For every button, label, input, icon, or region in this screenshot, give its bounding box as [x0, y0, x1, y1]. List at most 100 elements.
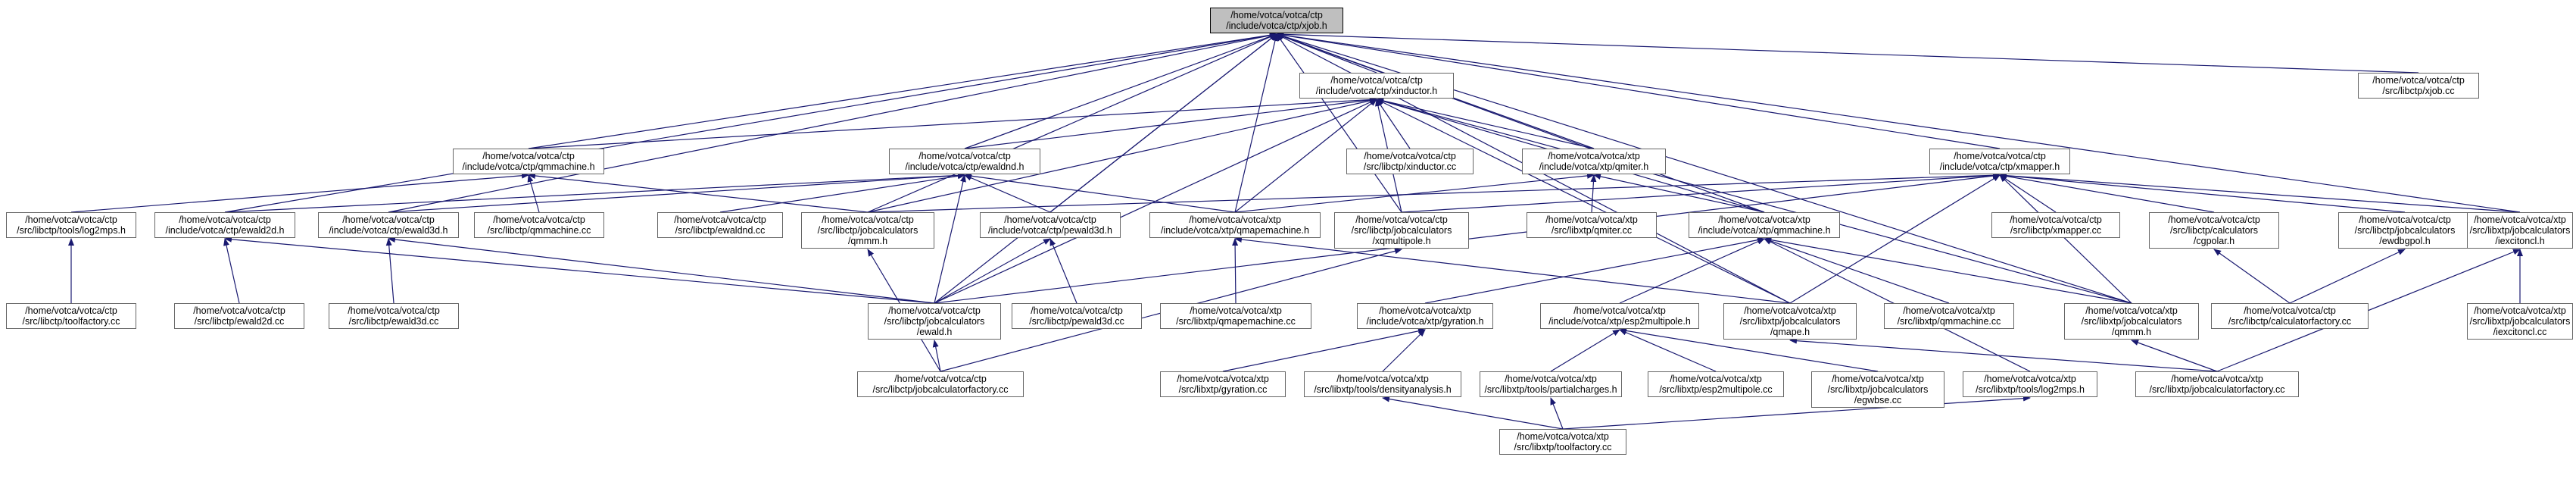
node-label-line: /home/votca/votca/ctp	[674, 214, 766, 225]
graph-node-xtptoolfactory[interactable]: /home/votca/votca/xtp/src/libxtp/toolfac…	[1499, 429, 1626, 455]
edge-cgpolar-to-xmapper	[1999, 173, 2215, 213]
node-label-line: /home/votca/votca/xtp	[1670, 374, 1762, 384]
graph-node-gyrationcc[interactable]: /home/votca/votca/xtp/src/libxtp/gyratio…	[1160, 371, 1286, 397]
graph-node-xinductor[interactable]: /home/votca/votca/ctp/include/votca/ctp/…	[1299, 73, 1454, 99]
graph-node-qmapemachinecc[interactable]: /home/votca/votca/xtp/src/libxtp/qmapema…	[1160, 303, 1311, 329]
graph-node-cgpolar[interactable]: /home/votca/votca/ctp/src/libctp/calcula…	[2149, 212, 2279, 249]
node-label-line: /home/votca/votca/ctp	[25, 214, 117, 225]
graph-node-qmape[interactable]: /home/votca/votca/xtp/src/libxtp/jobcalc…	[1723, 303, 1857, 340]
graph-node-iexcitonclcc[interactable]: /home/votca/votca/xtp/src/libxtp/jobcalc…	[2467, 303, 2573, 340]
graph-node-ewald3d[interactable]: /home/votca/votca/ctp/include/votca/ctp/…	[318, 212, 459, 238]
graph-node-egwbse[interactable]: /home/votca/votca/xtp/src/libxtp/jobcalc…	[1811, 371, 1944, 408]
edge-qmapemachine-to-xqmiter	[1234, 172, 1595, 213]
graph-node-xtpqmmachine[interactable]: /home/votca/votca/xtp/include/votca/xtp/…	[1689, 212, 1840, 238]
edge-xinductorcc-to-xinductor	[1376, 99, 1411, 149]
graph-node-ewdbgpol[interactable]: /home/votca/votca/ctp/src/libctp/jobcalc…	[2338, 212, 2472, 249]
graph-node-ctptoolfactory[interactable]: /home/votca/votca/ctp/src/libctp/toolfac…	[6, 303, 136, 329]
graph-node-log2mps[interactable]: /home/votca/votca/ctp/src/libctp/tools/l…	[6, 212, 136, 238]
node-label-line: /src/libxtp/qmapemachine.cc	[1176, 316, 1296, 327]
node-label-line: /include/votca/xtp/qmmachine.h	[1698, 225, 1831, 236]
graph-node-ewaldh[interactable]: /home/votca/votca/ctp/src/libctp/jobcalc…	[868, 303, 1001, 340]
graph-node-xtpjobcalcfactory[interactable]: /home/votca/votca/xtp/src/libxtp/jobcalc…	[2135, 371, 2299, 397]
edge-esp2multipolecc-to-esp2multipole	[1619, 329, 1717, 372]
graph-node-ewald2dcc[interactable]: /home/votca/votca/ctp/src/libctp/ewald2d…	[174, 303, 304, 329]
node-label-line: /home/votca/votca/xtp	[2085, 305, 2178, 316]
graph-node-xtpqmmm[interactable]: /home/votca/votca/xtp/src/libxtp/jobcalc…	[2064, 303, 2199, 340]
edge-ewald3d-to-ewaldnd	[388, 172, 965, 213]
node-label-line: /home/votca/votca/xtp	[2171, 374, 2263, 384]
graph-node-iexcitoncl[interactable]: /home/votca/votca/xtp/src/libxtp/jobcalc…	[2467, 212, 2573, 249]
edge-qmmachine-to-xjob	[528, 32, 1277, 149]
graph-node-qmitercc[interactable]: /home/votca/votca/xtp/src/libxtp/qmiter.…	[1527, 212, 1657, 238]
node-label-line: /src/libxtp/jobcalculators	[1827, 384, 1929, 395]
graph-node-pewald3d[interactable]: /home/votca/votca/ctp/include/votca/ctp/…	[980, 212, 1121, 238]
graph-node-ctpjobcalcfactory[interactable]: /home/votca/votca/ctp/src/libctp/jobcalc…	[857, 371, 1024, 397]
graph-node-ctpqmmm[interactable]: /home/votca/votca/ctp/src/libctp/jobcalc…	[801, 212, 934, 249]
node-label-line: /home/votca/votca/ctp	[1004, 214, 1096, 225]
edge-xtpjobcalcfactory-to-qmape	[1789, 337, 2218, 372]
edge-qmapemachine-to-xinductor	[1234, 99, 1377, 213]
edge-pewald3dcc-to-pewald3d	[1049, 238, 1077, 304]
edge-ewald2dcc-to-ewald2d	[223, 238, 240, 304]
edge-qmapemachine-to-xjob	[1234, 33, 1278, 213]
edge-qmapemachinecc-to-qmapemachine	[1232, 238, 1239, 304]
node-label-line: /src/libctp/jobcalculators	[2354, 225, 2456, 236]
edge-xtpqmmm-to-xtpqmmachine	[1764, 236, 2132, 304]
graph-node-xjob[interactable]: /home/votca/votca/ctp/include/votca/ctp/…	[1210, 8, 1343, 33]
node-label-line: /include/votca/ctp/xmapper.h	[1939, 161, 2060, 172]
node-label-line: /src/libctp/jobcalculators	[1351, 225, 1452, 236]
graph-node-qmmachinecc[interactable]: /home/votca/votca/ctp/src/libctp/qmmachi…	[474, 212, 604, 238]
node-label-line: /include/votca/xtp/gyration.h	[1366, 316, 1484, 327]
node-label-line: /src/libxtp/jobcalculators	[2469, 316, 2571, 327]
node-label-line: /src/libctp/jobcalculators	[817, 225, 918, 236]
graph-node-ewaldnd[interactable]: /home/votca/votca/ctp/include/votca/ctp/…	[889, 149, 1040, 174]
node-label-line: /home/votca/votca/ctp	[894, 374, 987, 384]
node-label-line: /home/votca/votca/ctp	[1031, 305, 1123, 316]
graph-node-esp2multipole[interactable]: /home/votca/votca/xtp/include/votca/xtp/…	[1540, 303, 1699, 329]
node-label-line: /iexcitoncl.h	[2495, 236, 2545, 246]
edge-log2mps-to-qmmachine	[70, 172, 529, 213]
node-label-line: /home/votca/votca/ctp	[888, 305, 981, 316]
graph-node-xmappercc[interactable]: /home/votca/votca/ctp/src/libctp/xmapper…	[1991, 212, 2120, 238]
edge-xqmultipole-to-xjob	[1276, 33, 1402, 213]
edge-qmape-to-qmapemachine	[1234, 236, 1791, 304]
node-label-line: /src/libctp/tools/log2mps.h	[17, 225, 126, 236]
graph-node-ewald3dcc[interactable]: /home/votca/votca/ctp/src/libctp/ewald3d…	[329, 303, 459, 329]
edge-pewald3d-to-ewaldnd	[964, 174, 1051, 213]
graph-node-partialcharges[interactable]: /home/votca/votca/xtp/src/libxtp/tools/p…	[1480, 371, 1622, 397]
edge-xmapper-to-xjob	[1276, 32, 2001, 149]
graph-node-ewald2d[interactable]: /home/votca/votca/ctp/include/votca/ctp/…	[154, 212, 295, 238]
edge-gyrationcc-to-gyration	[1222, 327, 1426, 372]
edge-xtpqmmachine-to-xjob	[1276, 33, 1765, 213]
node-label-line: /src/libxtp/tools/log2mps.h	[1976, 384, 2085, 395]
graph-node-xqmultipole[interactable]: /home/votca/votca/ctp/src/libctp/jobcalc…	[1334, 212, 1469, 249]
graph-node-pewald3dcc[interactable]: /home/votca/votca/ctp/src/libctp/pewald3…	[1012, 303, 1142, 329]
graph-node-xtplog2mps[interactable]: /home/votca/votca/xtp/src/libxtp/tools/l…	[1963, 371, 2097, 397]
node-label-line: /src/libctp/ewald3d.cc	[348, 316, 439, 327]
graph-node-qmapemachine[interactable]: /home/votca/votca/xtp/include/votca/xtp/…	[1149, 212, 1321, 238]
node-label-line: /home/votca/votca/ctp	[493, 214, 585, 225]
graph-node-xjobcc[interactable]: /home/votca/votca/ctp/src/libctp/xjob.cc	[2358, 73, 2479, 99]
node-label-line: /home/votca/votca/ctp	[193, 305, 285, 316]
graph-node-xinductorcc[interactable]: /home/votca/votca/ctp/src/libctp/xinduct…	[1346, 149, 1474, 174]
graph-node-qmmachine[interactable]: /home/votca/votca/ctp/include/votca/ctp/…	[453, 149, 604, 174]
graph-node-xmapper[interactable]: /home/votca/votca/ctp/include/votca/ctp/…	[1929, 149, 2070, 174]
graph-node-xqmiter[interactable]: /home/votca/votca/xtp/include/votca/xtp/…	[1522, 149, 1666, 174]
node-label-line: /home/votca/votca/xtp	[1190, 305, 1282, 316]
graph-node-ctpcalcfactory[interactable]: /home/votca/votca/ctp/src/libctp/calcula…	[2211, 303, 2369, 329]
graph-node-densityanalysis[interactable]: /home/votca/votca/xtp/src/libxtp/tools/d…	[1304, 371, 1461, 397]
edge-xqmiter-to-xinductor	[1376, 98, 1595, 149]
graph-node-ewaldndcc[interactable]: /home/votca/votca/ctp/src/libctp/ewaldnd…	[657, 212, 783, 238]
graph-node-esp2multipolecc[interactable]: /home/votca/votca/xtp/src/libxtp/esp2mul…	[1648, 371, 1784, 397]
edge-ctpqmmm-to-qmmachine	[528, 173, 869, 213]
node-label-line: /home/votca/votca/ctp	[1230, 10, 1323, 20]
node-label-line: /src/libctp/calculatorfactory.cc	[2228, 316, 2352, 327]
edge-ctpcalcfactory-to-cgpolar	[2213, 249, 2291, 304]
graph-node-gyration[interactable]: /home/votca/votca/xtp/include/votca/xtp/…	[1357, 303, 1493, 329]
edge-densityanalysis-to-gyration	[1382, 329, 1426, 372]
node-label-line: /include/votca/ctp/ewald3d.h	[329, 225, 448, 236]
edge-partialcharges-to-esp2multipole	[1550, 329, 1620, 372]
graph-node-xtpqmmachinecc[interactable]: /home/votca/votca/xtp/src/libxtp/qmmachi…	[1884, 303, 2014, 329]
node-label-line: /include/votca/ctp/xjob.h	[1226, 20, 1327, 31]
